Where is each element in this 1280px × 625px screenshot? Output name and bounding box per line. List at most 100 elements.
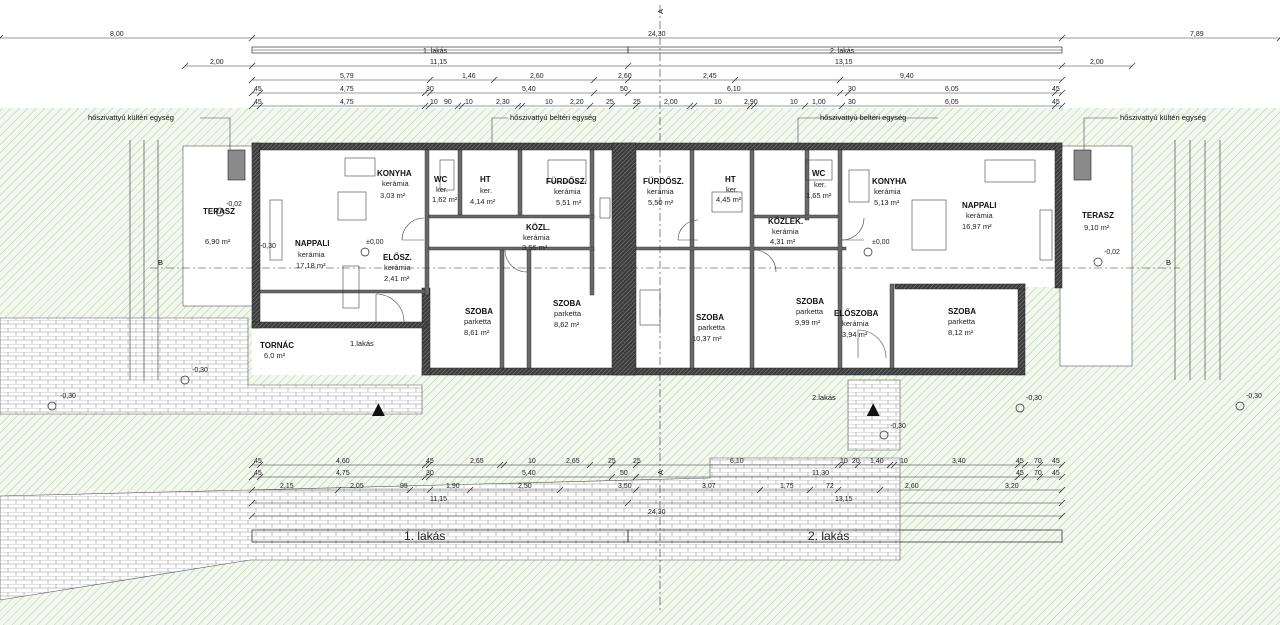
svg-text:8,12 m²: 8,12 m²	[948, 328, 974, 337]
dim-tick	[1058, 62, 1066, 70]
svg-text:parketta: parketta	[796, 307, 824, 316]
svg-text:kerámia: kerámia	[874, 187, 902, 196]
annotation-labels: hőszivattyú kültéri egység hőszivattyú k…	[60, 113, 1262, 430]
dim-b4-1: 13,15	[835, 496, 853, 503]
svg-text:NAPPALI: NAPPALI	[295, 239, 330, 248]
dim-tick	[632, 102, 640, 110]
svg-text:parketta: parketta	[948, 317, 976, 326]
dim-row2-1: 2. lakás	[830, 48, 855, 55]
dim-tick	[1276, 37, 1280, 42]
outdoor-unit-label-right: hőszivattyú kültéri egység	[1120, 113, 1206, 122]
dim-tick	[1051, 89, 1059, 97]
dim-row5-1: 4,75	[340, 86, 354, 93]
svg-text:kerámia: kerámia	[842, 319, 870, 328]
dim-row6-4: 10	[465, 99, 473, 106]
dim-row4-5: 9,40	[900, 73, 914, 80]
level-1: ±0,00	[366, 239, 384, 246]
side-dimensions	[129, 140, 1221, 380]
level-2: -0,30	[192, 367, 208, 374]
dim-tick	[590, 76, 598, 84]
entrance-arrows	[372, 403, 880, 416]
svg-text:SZOBA: SZOBA	[553, 299, 581, 308]
level-0: -0,02	[226, 201, 242, 208]
svg-text:FÜRDŐSZ.: FÜRDŐSZ.	[546, 177, 587, 186]
dim-tick	[248, 89, 256, 97]
svg-text:ker.: ker.	[814, 180, 826, 189]
top-dim-labels: 8,00 24,30 7,89 1. lakás 2. lakás 2,00 1…	[110, 31, 1204, 106]
dim-tick	[836, 89, 844, 97]
dim-tick	[454, 102, 462, 110]
dim-row5-2: 30	[426, 86, 434, 93]
dim-b1-16: 45	[1052, 458, 1060, 465]
dim-row6-13: 10	[790, 99, 798, 106]
dim-b1-1: 4,60	[336, 458, 350, 465]
dim-row3-1: 11,15	[430, 59, 447, 66]
dim-tick	[1051, 102, 1059, 110]
dim-tick	[690, 102, 698, 110]
dim-tick	[1058, 102, 1066, 110]
room-terasz-2: TERASZ 9,10 m²	[1082, 211, 1114, 232]
bottom-dimensions	[251, 46, 1063, 543]
level-3: ±0,00	[872, 239, 890, 246]
svg-text:4,45 m²: 4,45 m²	[716, 195, 742, 204]
dim-tick	[1058, 76, 1066, 84]
svg-text:4,31 m²: 4,31 m²	[770, 237, 796, 246]
dim-row6-11: 10	[714, 99, 722, 106]
dim-b2-1: 4,75	[336, 470, 350, 477]
svg-text:9,10 m²: 9,10 m²	[1084, 223, 1110, 232]
dim-row6-8: 25	[606, 99, 614, 106]
dim-tick	[518, 102, 526, 110]
dim-row1-0: 8,00	[110, 31, 124, 38]
svg-text:KÖZL.: KÖZL.	[526, 223, 550, 232]
dim-row6-1: 4,75	[340, 99, 354, 106]
dim-tick	[421, 89, 429, 97]
dim-row3-3: 2,00	[1090, 59, 1104, 66]
bottom-dim-labels: 45 4,60 45 2,65 10 2,65 25 25 6,10 10 20…	[254, 458, 1060, 543]
svg-text:ker.: ker.	[480, 186, 492, 195]
dim-row5-7: 6,05	[945, 86, 959, 93]
svg-text:5,50 m²: 5,50 m²	[648, 198, 674, 207]
svg-text:2,41 m²: 2,41 m²	[384, 274, 410, 283]
svg-text:1,65 m²: 1,65 m²	[806, 191, 832, 200]
svg-text:3,94 m²: 3,94 m²	[842, 330, 868, 339]
svg-text:TERASZ: TERASZ	[1082, 211, 1114, 220]
section-mark-bottom: A	[656, 470, 665, 475]
dim-b2-3: 5,40	[522, 470, 536, 477]
svg-text:kerámia: kerámia	[647, 187, 675, 196]
dim-tick	[490, 76, 498, 84]
dim-b1-14: 45	[1016, 458, 1024, 465]
outdoor-unit-label-left: hőszivattyú kültéri egység	[88, 113, 174, 122]
dim-tick	[686, 102, 694, 110]
level-9: -0,30	[260, 243, 276, 250]
terraces	[182, 145, 1133, 367]
svg-text:8,61 m²: 8,61 m²	[464, 328, 490, 337]
dim-row6-7: 2,20	[570, 99, 584, 106]
dim-tick	[1128, 62, 1136, 70]
dim-b1-2: 45	[426, 458, 434, 465]
dim-b1-7: 25	[633, 458, 641, 465]
dim-tick	[624, 89, 632, 97]
dim-b1-15: 70	[1034, 458, 1042, 465]
dim-tick	[248, 102, 256, 110]
dim-tick	[731, 76, 739, 84]
dim-b3-4: 2,50	[518, 483, 532, 490]
dim-b2-6: 45	[1016, 470, 1024, 477]
dim-b3-8: 72	[826, 483, 834, 490]
indoor-unit-label-right: hőszivattyú beltéri egység	[820, 113, 906, 122]
dim-tick	[608, 102, 616, 110]
dim-b1-8: 6,10	[730, 458, 744, 465]
svg-text:8,62 m²: 8,62 m²	[554, 320, 580, 329]
svg-text:5,51 m²: 5,51 m²	[556, 198, 582, 207]
